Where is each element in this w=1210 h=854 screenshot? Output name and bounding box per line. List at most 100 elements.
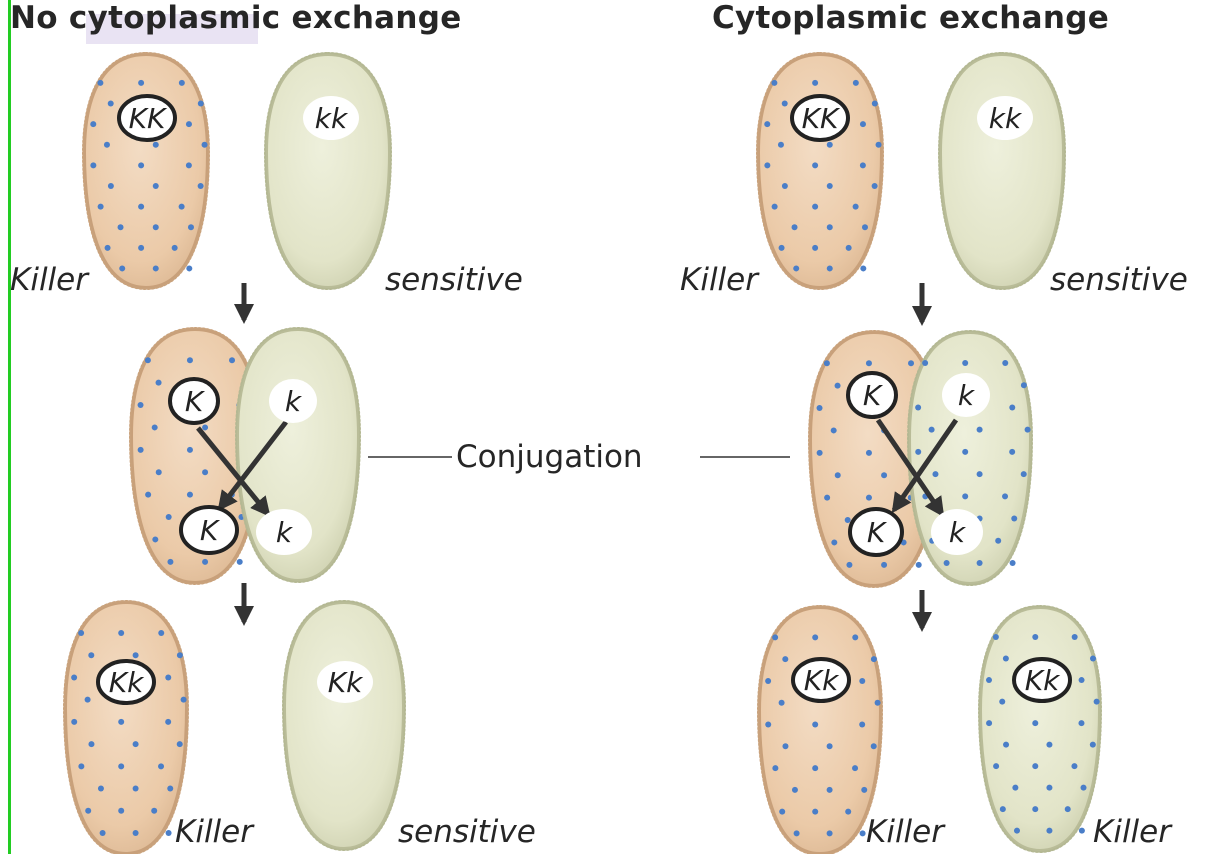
- cell-progeny-killer-right-1: [760, 608, 881, 853]
- cell-progeny-sensitive-left: [285, 603, 403, 848]
- kappa-particle: [916, 562, 922, 568]
- cell-body: [285, 603, 403, 848]
- kappa-particle: [782, 183, 788, 189]
- kappa-particle: [202, 424, 208, 430]
- label-sensitive-parent-left: sensitive: [385, 262, 523, 298]
- kappa-particle: [995, 538, 1001, 544]
- nucleus-progeny-sensitive-left: Kk: [317, 661, 373, 703]
- kappa-particle: [993, 763, 999, 769]
- kappa-particle: [831, 539, 837, 545]
- kappa-particle: [772, 204, 778, 210]
- kappa-particle: [765, 678, 771, 684]
- kappa-particle: [98, 204, 104, 210]
- kappa-particle: [862, 224, 868, 230]
- kappa-particle: [198, 183, 204, 189]
- kappa-particle: [1090, 742, 1096, 748]
- nucleus-progeny-killer-right-2: Kk: [1014, 659, 1070, 701]
- kappa-particle: [779, 700, 785, 706]
- kappa-particle: [156, 469, 162, 475]
- kappa-particle: [999, 699, 1005, 705]
- kappa-particle: [779, 245, 785, 251]
- kappa-particle: [181, 697, 187, 703]
- kappa-particle: [871, 743, 877, 749]
- kappa-particle: [866, 495, 872, 501]
- kappa-particle: [177, 741, 183, 747]
- genotype-label: Kk: [804, 664, 840, 697]
- kappa-particle: [866, 360, 872, 366]
- kappa-particle: [915, 449, 921, 455]
- genotype-label: k: [949, 516, 967, 549]
- kappa-particle: [871, 656, 877, 662]
- kappa-particle: [1002, 493, 1008, 499]
- kappa-particle: [78, 630, 84, 636]
- nucleus-conj-k-bottom-left: k: [256, 509, 312, 555]
- kappa-particle: [860, 265, 866, 271]
- kappa-particle: [782, 743, 788, 749]
- kappa-particle: [1002, 360, 1008, 366]
- kappa-particle: [881, 472, 887, 478]
- kappa-particle: [944, 560, 950, 566]
- kappa-particle: [88, 741, 94, 747]
- kappa-particle: [792, 787, 798, 793]
- kappa-particle: [118, 224, 124, 230]
- kappa-particle: [835, 472, 841, 478]
- kappa-particle: [1079, 677, 1085, 683]
- kappa-particle: [177, 652, 183, 658]
- kappa-particle: [145, 492, 151, 498]
- kappa-particle: [1003, 742, 1009, 748]
- kappa-particle: [1032, 634, 1038, 640]
- kappa-particle: [764, 162, 770, 168]
- kappa-particle: [779, 809, 785, 815]
- nucleus-conj-K-bottom-left: K: [181, 507, 237, 553]
- kappa-particle: [202, 469, 208, 475]
- cell-sensitive-parent-right: [941, 55, 1063, 287]
- kappa-particle: [152, 424, 158, 430]
- kappa-particle: [71, 719, 77, 725]
- kappa-particle: [922, 360, 928, 366]
- kappa-particle: [119, 265, 125, 271]
- kappa-particle: [1046, 742, 1052, 748]
- kappa-particle: [179, 204, 185, 210]
- kappa-particle: [977, 471, 983, 477]
- kappa-particle: [158, 630, 164, 636]
- kappa-particle: [859, 722, 865, 728]
- kappa-particle: [1046, 828, 1052, 834]
- kappa-particle: [772, 765, 778, 771]
- kappa-particle: [827, 787, 833, 793]
- kappa-particle: [881, 562, 887, 568]
- kappa-particle: [138, 402, 144, 408]
- nucleus-conj-K-bottom-right: K: [850, 509, 902, 555]
- kappa-particle: [827, 142, 833, 148]
- kappa-particle: [875, 700, 881, 706]
- label-killer-progeny-right-1: Killer: [866, 814, 946, 850]
- genotype-label: k: [285, 385, 303, 418]
- nucleus-sensitive-parent-left: kk: [303, 96, 359, 140]
- genotype-label: KK: [802, 102, 841, 135]
- kappa-particle: [85, 697, 91, 703]
- genotype-label: k: [276, 516, 294, 549]
- kappa-particle: [1021, 382, 1027, 388]
- conjugation-label: Conjugation: [456, 439, 643, 475]
- kappa-particle: [153, 224, 159, 230]
- kappa-particle: [167, 786, 173, 792]
- nucleus-conj-k-bottom-right: k: [931, 509, 983, 555]
- kappa-particle: [861, 787, 867, 793]
- kappa-particle: [812, 162, 818, 168]
- kappa-particle: [118, 808, 124, 814]
- kappa-particle: [977, 560, 983, 566]
- kappa-particle: [105, 245, 111, 251]
- kappa-particle: [846, 562, 852, 568]
- nucleus-sensitive-parent-right: kk: [977, 96, 1033, 140]
- kappa-particle: [778, 142, 784, 148]
- cell-progeny-killer-right-2: [981, 608, 1100, 850]
- kappa-particle: [827, 743, 833, 749]
- kappa-particle: [782, 656, 788, 662]
- kappa-particle: [812, 765, 818, 771]
- kappa-particle: [846, 245, 852, 251]
- kappa-particle: [167, 559, 173, 565]
- kappa-particle: [852, 634, 858, 640]
- kappa-particle: [152, 536, 158, 542]
- kappa-particle: [186, 162, 192, 168]
- kappa-particle: [98, 786, 104, 792]
- kappa-particle: [1079, 828, 1085, 834]
